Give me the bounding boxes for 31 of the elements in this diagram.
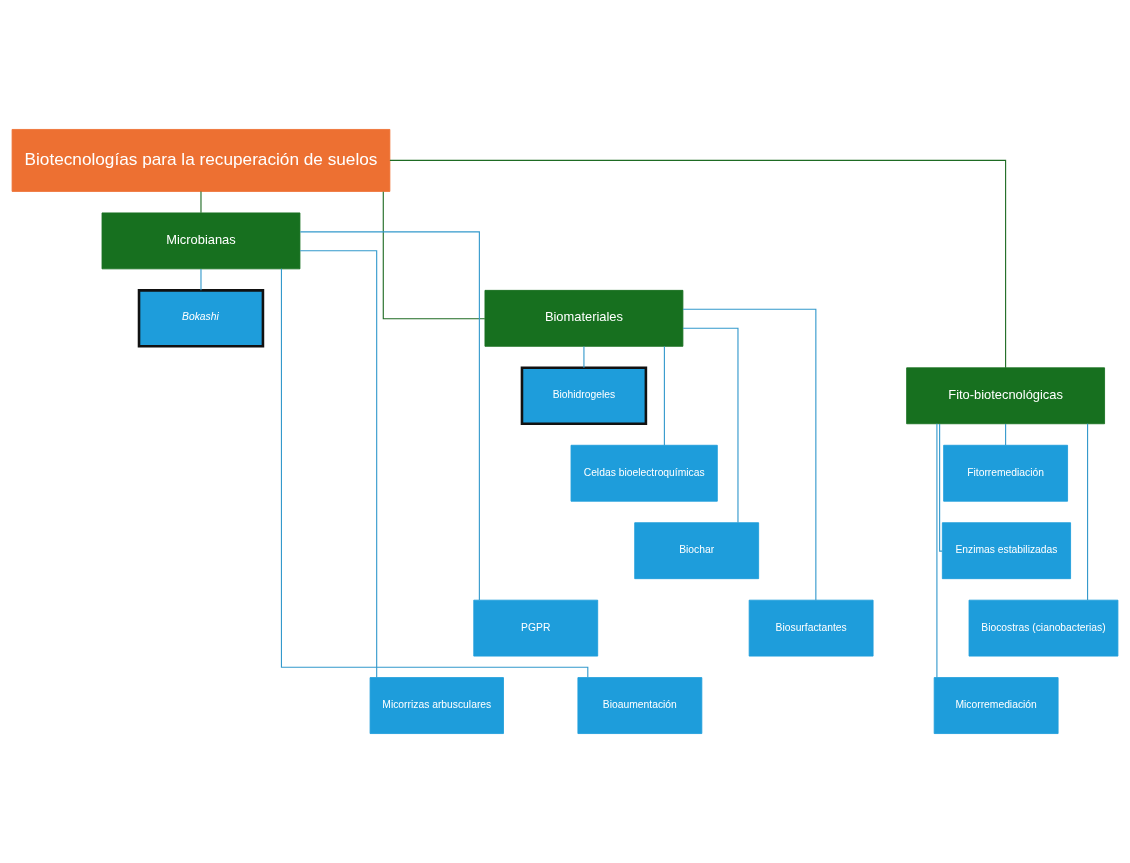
connector xyxy=(299,231,480,601)
node-box: Biotecnologías para la recuperación de suelos xyxy=(11,129,391,192)
connector xyxy=(200,268,202,291)
connector xyxy=(682,308,817,601)
node-box: PGPR xyxy=(473,599,599,657)
connector xyxy=(389,159,1007,369)
connector xyxy=(583,345,585,369)
node-box: Microbianas xyxy=(101,212,301,270)
connector xyxy=(280,268,589,678)
node-box: Micorremediación xyxy=(933,677,1059,734)
node-box: Fitorremediación xyxy=(943,444,1068,502)
node-box: Micorrizas arbusculares xyxy=(369,677,504,734)
connector xyxy=(1005,423,1007,446)
connector xyxy=(682,327,739,524)
node-box: Biohidrogeles xyxy=(520,366,648,426)
node-box: Bokashi xyxy=(137,289,265,348)
connector xyxy=(382,191,486,320)
connector xyxy=(299,250,378,679)
node-box: Bioaumentación xyxy=(577,677,703,734)
node-box: Biochar xyxy=(634,522,760,580)
node-box: Enzimas estabilizadas xyxy=(941,522,1071,580)
node-box: Biocostras (cianobacterias) xyxy=(968,599,1119,657)
connector xyxy=(939,423,943,552)
node-box: Biomateriales xyxy=(484,289,684,347)
node-box: Biosurfactantes xyxy=(748,599,874,657)
connector xyxy=(200,190,202,214)
connector xyxy=(936,423,938,679)
node-box: Celdas bioelectroquímicas xyxy=(570,444,718,502)
node-box: Fito-biotecnológicas xyxy=(906,367,1105,425)
connector xyxy=(663,345,665,446)
connector xyxy=(1087,423,1089,601)
